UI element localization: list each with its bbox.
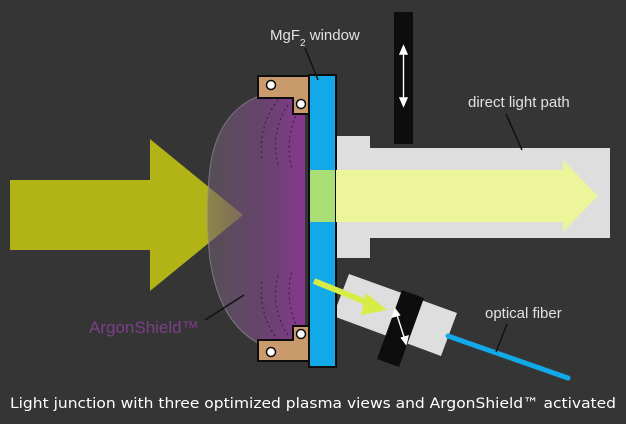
direct-light-beam-arrow — [336, 160, 598, 232]
plasma-dome-outline — [207, 94, 263, 346]
direct-light-path-label: direct light path — [468, 94, 570, 111]
fiber-coupler-clamp — [377, 290, 424, 367]
incoming-light-arrow — [10, 139, 243, 291]
optical-fiber-label: optical fiber — [485, 305, 562, 322]
plasma-dome — [207, 95, 305, 345]
mgf2-window-center — [310, 170, 335, 222]
top-clamp-screw-icon — [265, 79, 307, 110]
fiber-clamp-double-arrow-icon — [391, 307, 409, 346]
optical-fiber — [445, 333, 571, 381]
argon-flow-lines — [260, 99, 299, 341]
figure-caption: Light junction with three optimized plas… — [10, 396, 616, 412]
argonshield-leader — [204, 294, 245, 321]
optical-fiber-leader — [495, 323, 508, 353]
argonshield-label: ArgonShield™ — [89, 318, 199, 337]
angled-light-beam-arrow — [312, 278, 387, 315]
mgf2-window-leader — [304, 47, 319, 81]
mgf2-window-label: MgF2 window — [270, 27, 360, 49]
bottom-clamp-screw-icon — [265, 328, 307, 358]
slider-double-arrow-icon — [398, 44, 409, 108]
direct-light-path-leader — [505, 113, 523, 151]
